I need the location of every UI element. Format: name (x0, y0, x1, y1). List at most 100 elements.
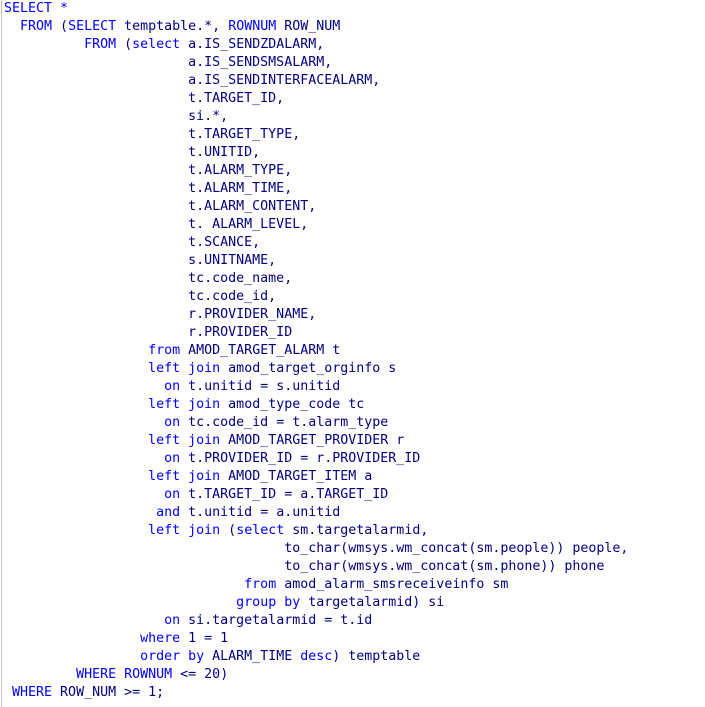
code-line: t.ALARM_TYPE, (4, 162, 628, 180)
sql-keyword: desc (300, 649, 333, 664)
sql-keyword: ROWNUM (124, 667, 173, 682)
sql-keyword: SELECT (68, 19, 117, 34)
code-line: t.TARGET_ID, (4, 90, 628, 108)
sql-text: AMOD_TARGET_PROVIDER r (220, 433, 405, 448)
sql-keyword: select (132, 37, 181, 52)
sql-text: t.SCANCE, (4, 235, 261, 250)
sql-text: t.TARGET_ID = a.TARGET_ID (180, 487, 389, 502)
sql-text: amod_type_code tc (220, 397, 365, 412)
code-line: SELECT * (4, 0, 628, 18)
sql-text (116, 667, 124, 682)
sql-text: ) temptable (332, 649, 421, 664)
code-line: t.ALARM_CONTENT, (4, 198, 628, 216)
sql-keyword: from (244, 577, 277, 592)
sql-text: to_char(wmsys.wm_concat(sm.phone)) phone (4, 559, 605, 574)
code-line: on t.unitid = s.unitid (4, 378, 628, 396)
sql-text: t.unitid = s.unitid (180, 379, 341, 394)
code-line: t.UNITID, (4, 144, 628, 162)
code-line: left join (select sm.targetalarmid, (4, 522, 628, 540)
sql-text: t.TARGET_TYPE, (4, 127, 301, 142)
sql-text: ROW_NUM >= 1; (52, 685, 165, 700)
sql-text: s.UNITNAME, (4, 253, 277, 268)
sql-text (4, 631, 140, 646)
sql-keyword: WHERE (12, 685, 53, 700)
sql-text: sm.targetalarmid, (284, 523, 429, 538)
code-line: left join AMOD_TARGET_ITEM a (4, 468, 628, 486)
sql-text: tc.code_id = t.alarm_type (180, 415, 389, 430)
sql-text: si.targetalarmid = t.id (180, 613, 373, 628)
code-line: to_char(wmsys.wm_concat(sm.people)) peop… (4, 540, 628, 558)
sql-keyword: on (164, 415, 181, 430)
code-line: where 1 = 1 (4, 630, 628, 648)
sql-text: t.ALARM_CONTENT, (4, 199, 317, 214)
sql-keyword: from (148, 343, 181, 358)
code-line: FROM (SELECT temptable.*, ROWNUM ROW_NUM (4, 18, 628, 36)
sql-keyword: left join (148, 397, 221, 412)
sql-text (4, 343, 148, 358)
code-line: left join amod_type_code tc (4, 396, 628, 414)
code-line: s.UNITNAME, (4, 252, 628, 270)
code-line: a.IS_SENDINTERFACEALARM, (4, 72, 628, 90)
sql-keyword: group by (236, 595, 301, 610)
sql-text: amod_target_orginfo s (220, 361, 397, 376)
sql-text: AMOD_TARGET_ALARM t (180, 343, 341, 358)
sql-text: amod_alarm_smsreceiveinfo sm (276, 577, 509, 592)
sql-text: t.UNITID, (4, 145, 261, 160)
sql-text (4, 37, 84, 52)
sql-text (4, 19, 20, 34)
sql-text (4, 469, 148, 484)
sql-text: tc.code_id, (4, 289, 277, 304)
sql-text (4, 451, 164, 466)
code-line: si.*, (4, 108, 628, 126)
code-line: tc.code_name, (4, 270, 628, 288)
code-line: a.IS_SENDSMSALARM, (4, 54, 628, 72)
sql-text: 1 = 1 (180, 631, 229, 646)
code-line: t.TARGET_TYPE, (4, 126, 628, 144)
sql-text: ( (116, 37, 133, 52)
sql-text: si.*, (4, 109, 229, 124)
sql-text: to_char(wmsys.wm_concat(sm.people)) peop… (4, 541, 629, 556)
sql-keyword: and (156, 505, 181, 520)
sql-text (4, 523, 148, 538)
sql-text: a.IS_SENDSMSALARM, (4, 55, 333, 70)
sql-text: ROW_NUM (276, 19, 341, 34)
sql-keyword: select (236, 523, 285, 538)
sql-text: t.TARGET_ID, (4, 91, 285, 106)
code-line: tc.code_id, (4, 288, 628, 306)
code-line: WHERE ROWNUM <= 20) (4, 666, 628, 684)
code-line: t.ALARM_TIME, (4, 180, 628, 198)
sql-text (4, 595, 236, 610)
sql-text: AMOD_TARGET_ITEM a (220, 469, 373, 484)
sql-keyword: order by (140, 649, 205, 664)
sql-text: t. ALARM_LEVEL, (4, 217, 309, 232)
sql-keyword: on (164, 451, 181, 466)
sql-keyword: WHERE (76, 667, 117, 682)
sql-text (4, 613, 164, 628)
code-line: on t.TARGET_ID = a.TARGET_ID (4, 486, 628, 504)
code-line: r.PROVIDER_NAME, (4, 306, 628, 324)
sql-text (4, 685, 12, 700)
sql-text (4, 667, 76, 682)
code-line: r.PROVIDER_ID (4, 324, 628, 342)
code-line: on t.PROVIDER_ID = r.PROVIDER_ID (4, 450, 628, 468)
sql-keyword: FROM (84, 37, 117, 52)
sql-text (4, 577, 244, 592)
code-line: on tc.code_id = t.alarm_type (4, 414, 628, 432)
sql-keyword: on (164, 613, 181, 628)
code-line: WHERE ROW_NUM >= 1; (4, 684, 628, 702)
code-line: from AMOD_TARGET_ALARM t (4, 342, 628, 360)
code-line: group by targetalarmid) si (4, 594, 628, 612)
sql-text: tc.code_name, (4, 271, 293, 286)
code-line: on si.targetalarmid = t.id (4, 612, 628, 630)
sql-keyword: on (164, 487, 181, 502)
sql-code-text[interactable]: SELECT * FROM (SELECT temptable.*, ROWNU… (4, 0, 628, 702)
sql-text (4, 397, 148, 412)
sql-keyword: where (140, 631, 181, 646)
code-line: to_char(wmsys.wm_concat(sm.phone)) phone (4, 558, 628, 576)
sql-text: targetalarmid) si (300, 595, 445, 610)
sql-text: t.PROVIDER_ID = r.PROVIDER_ID (180, 451, 421, 466)
code-line: from amod_alarm_smsreceiveinfo sm (4, 576, 628, 594)
sql-text (4, 649, 140, 664)
sql-keyword: FROM (20, 19, 53, 34)
